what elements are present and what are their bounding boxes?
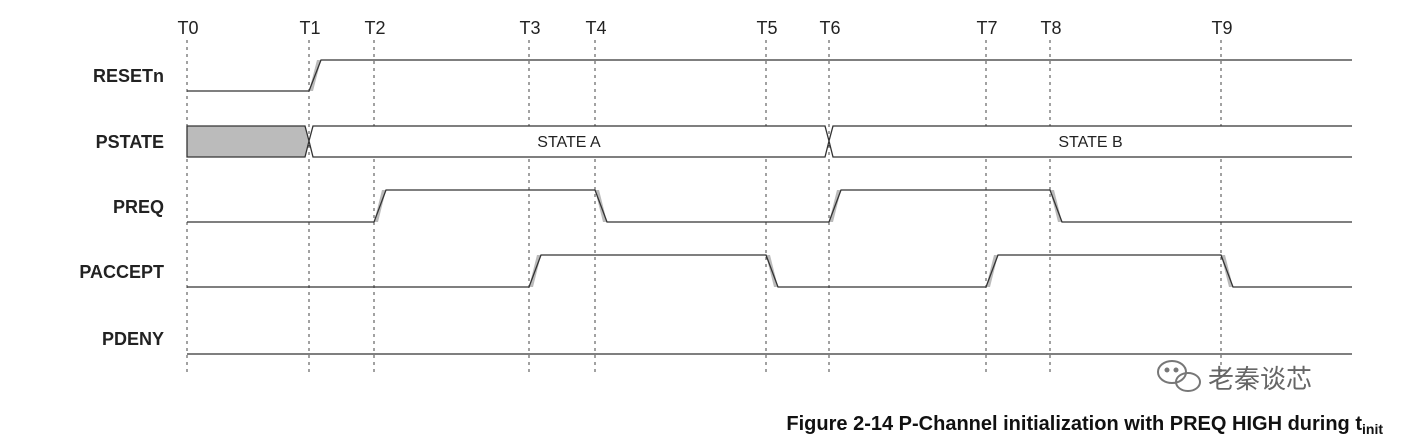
figure-caption: Figure 2-14 P-Channel initialization wit… — [786, 413, 1383, 437]
wechat-icon — [1157, 360, 1201, 392]
marker-label-t7: T7 — [976, 18, 997, 38]
marker-label-t6: T6 — [819, 18, 840, 38]
signal-label: RESETn — [93, 66, 164, 86]
caption-main: Figure 2-14 P-Channel initialization wit… — [786, 413, 1362, 435]
signal-label: PACCEPT — [79, 262, 164, 282]
waveform — [187, 59, 1352, 92]
caption-subscript: init — [1362, 421, 1383, 437]
signal-resetn: RESETn — [93, 59, 1352, 92]
waveform — [187, 189, 1352, 223]
marker-label-t5: T5 — [756, 18, 777, 38]
waveform — [187, 254, 1352, 288]
watermark: 老秦谈芯 — [1157, 360, 1312, 395]
signal-label: PDENY — [102, 329, 164, 349]
marker-label-t3: T3 — [519, 18, 540, 38]
bus-segment — [829, 126, 1352, 157]
marker-label-t9: T9 — [1211, 18, 1232, 38]
signal-preq: PREQ — [113, 189, 1352, 223]
marker-label-t0: T0 — [177, 18, 198, 38]
bus-undefined — [186, 125, 310, 158]
signal-pstate: PSTATE STATE A STATE B — [96, 125, 1352, 158]
marker-label-t8: T8 — [1040, 18, 1061, 38]
signal-paccept: PACCEPT — [79, 254, 1352, 288]
marker-label-t2: T2 — [364, 18, 385, 38]
watermark-text: 老秦谈芯 — [1208, 365, 1312, 395]
marker-label-t4: T4 — [585, 18, 606, 38]
signal-label: PSTATE — [96, 132, 164, 152]
signal-label: PREQ — [113, 197, 164, 217]
signal-pdeny: PDENY — [102, 329, 1352, 355]
marker-label-t1: T1 — [299, 18, 320, 38]
bus-value-label: STATE A — [537, 134, 601, 151]
time-markers: T0 T1 T2 T3 T4 T5 T6 T7 T8 T9 — [177, 18, 1233, 372]
bus-outline — [828, 125, 1352, 158]
bus-value-label: STATE B — [1058, 134, 1122, 151]
